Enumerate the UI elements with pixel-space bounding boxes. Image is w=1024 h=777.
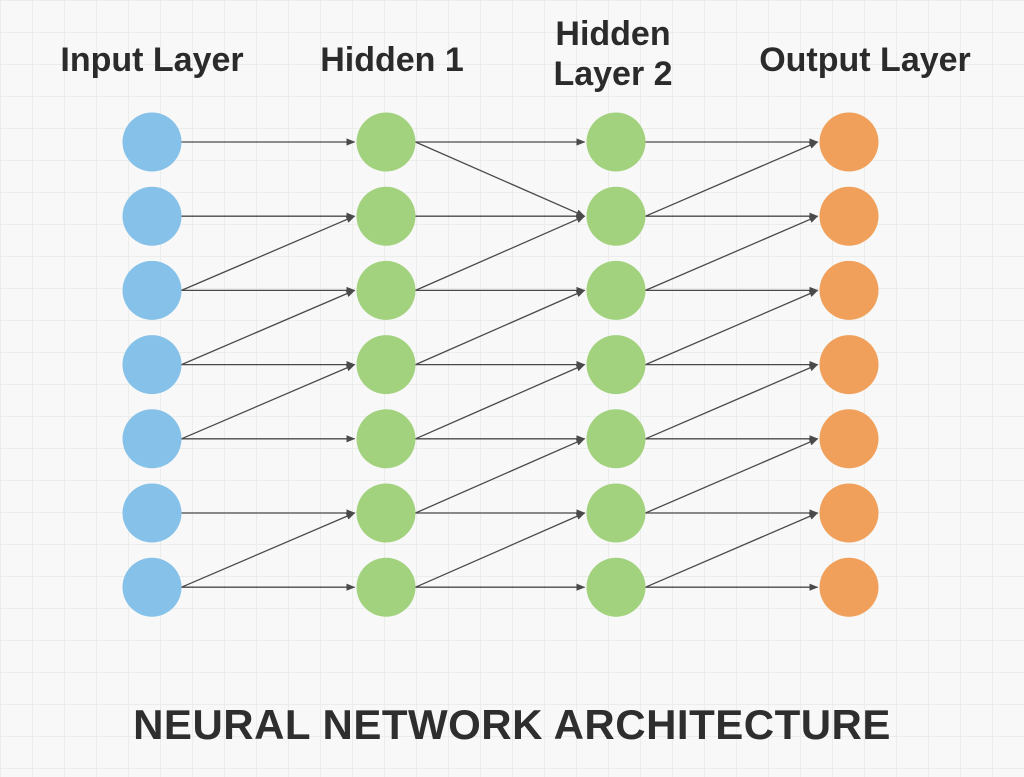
connection-arrow: [181, 215, 356, 291]
connection-arrow: [181, 364, 356, 440]
hidden-2-node: [586, 260, 646, 320]
input-node: [122, 557, 182, 617]
hidden-2-node: [586, 557, 646, 617]
hidden-1-node: [356, 557, 416, 617]
hidden-2-node: [586, 112, 646, 172]
layer-title-line: Input Layer: [60, 41, 244, 79]
connection-arrow: [645, 141, 819, 217]
connection-arrow: [645, 215, 819, 291]
hidden-1-node: [356, 186, 416, 246]
output-node: [819, 557, 879, 617]
connection-arrow: [415, 141, 586, 217]
nodes-group: [122, 112, 879, 617]
connection-arrow: [181, 512, 356, 588]
input-node: [122, 260, 182, 320]
hidden-2-node: [586, 483, 646, 543]
hidden-1-node: [356, 335, 416, 395]
layer-title-line: Layer 2: [553, 55, 673, 93]
hidden-1-node: [356, 409, 416, 469]
hidden-2-node: [586, 409, 646, 469]
output-node: [819, 260, 879, 320]
input-node: [122, 186, 182, 246]
hidden-1-node: [356, 112, 416, 172]
input-node: [122, 409, 182, 469]
layer-title-line: Hidden 1: [320, 41, 464, 79]
hidden-1-node: [356, 260, 416, 320]
layer-title-input: Input Layer: [32, 40, 272, 80]
output-node: [819, 186, 879, 246]
layer-title-hidden-2: Hidden Layer 2: [493, 14, 733, 94]
input-node: [122, 483, 182, 543]
hidden-2-node: [586, 335, 646, 395]
output-node: [819, 112, 879, 172]
connection-arrow: [645, 364, 819, 440]
input-node: [122, 112, 182, 172]
hidden-2-node: [586, 186, 646, 246]
layer-title-output: Output Layer: [745, 40, 985, 80]
connection-arrow: [415, 364, 586, 440]
connection-arrow: [181, 289, 356, 366]
connection-arrow: [415, 289, 586, 366]
connection-arrow: [645, 512, 819, 588]
hidden-1-node: [356, 483, 416, 543]
layer-title-hidden-1: Hidden 1: [272, 40, 512, 80]
connection-arrow: [415, 438, 586, 514]
connection-arrow: [645, 438, 819, 514]
diagram-title: NEURAL NETWORK ARCHITECTURE: [133, 701, 891, 748]
output-node: [819, 335, 879, 395]
layer-title-line: Hidden: [555, 15, 671, 53]
output-node: [819, 409, 879, 469]
connections-group: [181, 138, 819, 591]
connection-arrow: [415, 512, 586, 588]
layer-title-line: Output Layer: [759, 41, 971, 79]
connection-arrow: [415, 215, 586, 291]
output-node: [819, 483, 879, 543]
connection-arrow: [645, 289, 819, 366]
input-node: [122, 335, 182, 395]
